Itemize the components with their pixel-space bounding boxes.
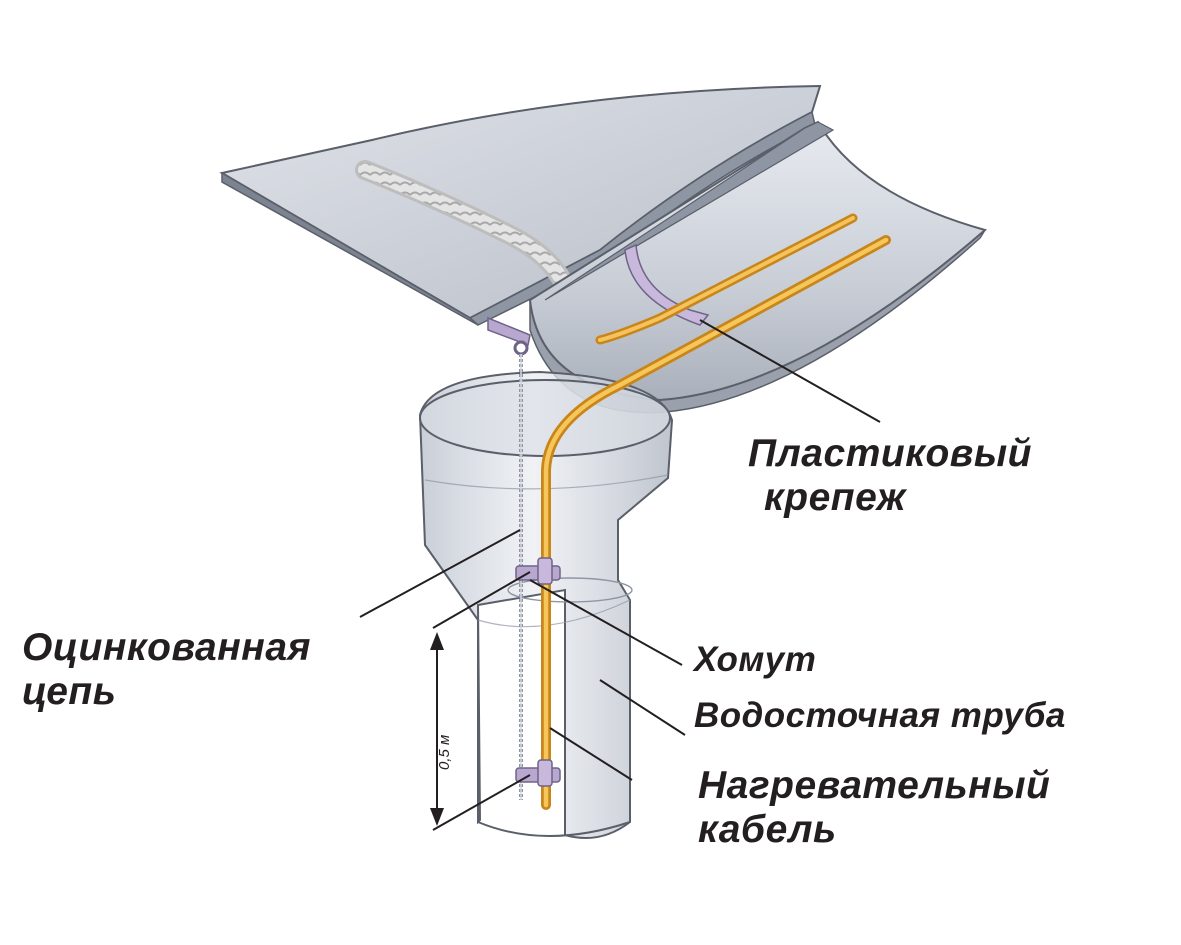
label-plastic-fastener: Пластиковый крепеж bbox=[748, 432, 1032, 520]
label-chain-line1: Оцинкованная bbox=[22, 626, 311, 669]
label-galvanized-chain: Оцинкованная цепь bbox=[22, 626, 311, 714]
clamp-upper bbox=[515, 557, 561, 585]
gutter bbox=[528, 120, 988, 414]
plastic-fastener bbox=[624, 243, 710, 326]
label-downpipe-text: Водосточная труба bbox=[694, 696, 1066, 735]
dimension-marker: 0,5 м bbox=[430, 571, 531, 831]
dimension-label: 0,5 м bbox=[436, 735, 453, 770]
chain-bracket bbox=[487, 316, 531, 356]
label-clamp: Хомут bbox=[694, 640, 816, 680]
label-heating-cable: Нагревательный кабель bbox=[698, 764, 1050, 852]
label-clamp-text: Хомут bbox=[694, 640, 817, 679]
label-cable-line1: Нагревательный bbox=[698, 764, 1051, 807]
label-plastic-fastener-line1: Пластиковый bbox=[748, 432, 1032, 475]
roof-sheet bbox=[219, 84, 822, 326]
label-cable-line2: кабель bbox=[698, 808, 837, 851]
label-plastic-fastener-line2: крепеж bbox=[764, 476, 906, 519]
heating-cable bbox=[541, 213, 891, 810]
label-downpipe: Водосточная труба bbox=[694, 696, 1066, 736]
downpipe bbox=[418, 370, 674, 839]
leader-lines bbox=[359, 319, 881, 781]
clamp-lower bbox=[515, 759, 561, 787]
label-chain-line2: цепь bbox=[22, 670, 117, 713]
